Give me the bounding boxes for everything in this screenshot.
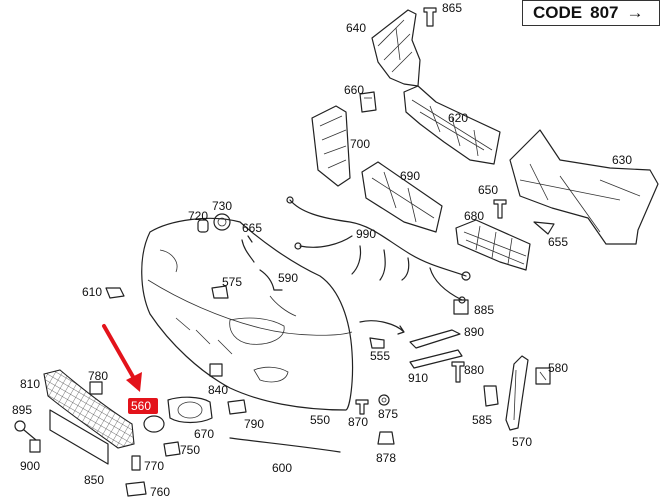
label-655: 655 (548, 235, 568, 249)
label-870: 870 (348, 415, 368, 429)
holder-665[interactable] (241, 235, 255, 263)
label-875: 875 (378, 407, 398, 421)
clip-580[interactable] (535, 367, 551, 385)
screw-880[interactable] (451, 361, 465, 383)
grille-810[interactable] (43, 369, 135, 449)
label-880: 880 (464, 363, 484, 377)
carrier-620[interactable] (403, 85, 501, 165)
trim-850[interactable] (49, 409, 109, 465)
seal-590[interactable] (259, 269, 283, 291)
highlight-box-560 (128, 398, 158, 414)
label-575: 575 (222, 275, 242, 289)
label-620: 620 (448, 111, 468, 125)
clip-660[interactable] (359, 91, 377, 113)
bumper-cover-550[interactable] (141, 217, 354, 411)
label-610: 610 (82, 285, 102, 299)
label-890: 890 (464, 325, 484, 339)
grille-680[interactable] (455, 219, 531, 271)
label-585: 585 (472, 413, 492, 427)
clip-770[interactable] (131, 455, 141, 471)
bracket-610[interactable] (105, 287, 125, 299)
label-878: 878 (376, 451, 396, 465)
label-650: 650 (478, 183, 498, 197)
code-value: 807 (590, 3, 619, 22)
label-895: 895 (12, 403, 32, 417)
clip-790[interactable] (227, 399, 247, 415)
bracket-640[interactable] (371, 9, 421, 87)
sensor-730[interactable] (213, 213, 231, 231)
bracket-630[interactable] (509, 129, 659, 245)
bezel-670[interactable] (167, 396, 213, 424)
label-660: 660 (344, 83, 364, 97)
screw-895[interactable] (14, 420, 37, 441)
bracket-575[interactable] (211, 285, 229, 299)
label-690: 690 (400, 169, 420, 183)
label-600: 600 (272, 461, 292, 475)
sensor-720[interactable] (197, 219, 209, 233)
label-700: 700 (350, 137, 370, 151)
label-670: 670 (194, 427, 214, 441)
clip-780[interactable] (89, 381, 103, 395)
screw-870[interactable] (355, 399, 369, 415)
label-590: 590 (278, 271, 298, 285)
ring-560[interactable] (143, 415, 165, 433)
screw-900[interactable] (29, 439, 41, 453)
arrow-right-icon: → (626, 3, 644, 22)
red-arrow-icon (102, 324, 142, 392)
label-550: 550 (310, 413, 330, 427)
label-730: 730 (212, 199, 232, 213)
clip-840[interactable] (209, 363, 223, 377)
clip-585[interactable] (483, 385, 499, 407)
nut-878[interactable] (377, 431, 395, 445)
side-bracket-570[interactable] (505, 355, 529, 431)
moulding-910[interactable] (409, 349, 463, 369)
label-865: 865 (442, 1, 462, 15)
label-720: 720 (188, 209, 208, 223)
screw-650[interactable] (493, 199, 507, 219)
label-840: 840 (208, 383, 228, 397)
washer-875[interactable] (378, 394, 390, 406)
label-680: 680 (464, 209, 484, 223)
bracket-655[interactable] (533, 221, 555, 235)
label-630: 630 (612, 153, 632, 167)
guide-690[interactable] (361, 161, 443, 233)
label-750: 750 (180, 443, 200, 457)
wiring-harness-990[interactable] (286, 196, 471, 304)
label-810: 810 (20, 377, 40, 391)
label-640: 640 (346, 21, 366, 35)
clip-760[interactable] (125, 481, 147, 497)
code-box: CODE 807 → (522, 0, 660, 26)
cover-750[interactable] (163, 441, 181, 457)
label-560: 560 (131, 399, 151, 413)
label-790: 790 (244, 417, 264, 431)
clip-885[interactable] (453, 299, 469, 315)
label-555: 555 (370, 349, 390, 363)
moulding-890[interactable] (409, 329, 461, 349)
code-label: CODE (533, 3, 583, 22)
label-850: 850 (84, 473, 104, 487)
label-770: 770 (144, 459, 164, 473)
label-760: 760 (150, 485, 170, 499)
label-780: 780 (88, 369, 108, 383)
screw-865[interactable] (423, 7, 437, 27)
label-900: 900 (20, 459, 40, 473)
label-990: 990 (356, 227, 376, 241)
absorber-700[interactable] (311, 105, 351, 187)
label-570: 570 (512, 435, 532, 449)
label-885: 885 (474, 303, 494, 317)
label-665: 665 (242, 221, 262, 235)
trim-strip-600[interactable] (229, 437, 341, 453)
label-580: 580 (548, 361, 568, 375)
trim-555[interactable] (359, 320, 405, 349)
label-910: 910 (408, 371, 428, 385)
